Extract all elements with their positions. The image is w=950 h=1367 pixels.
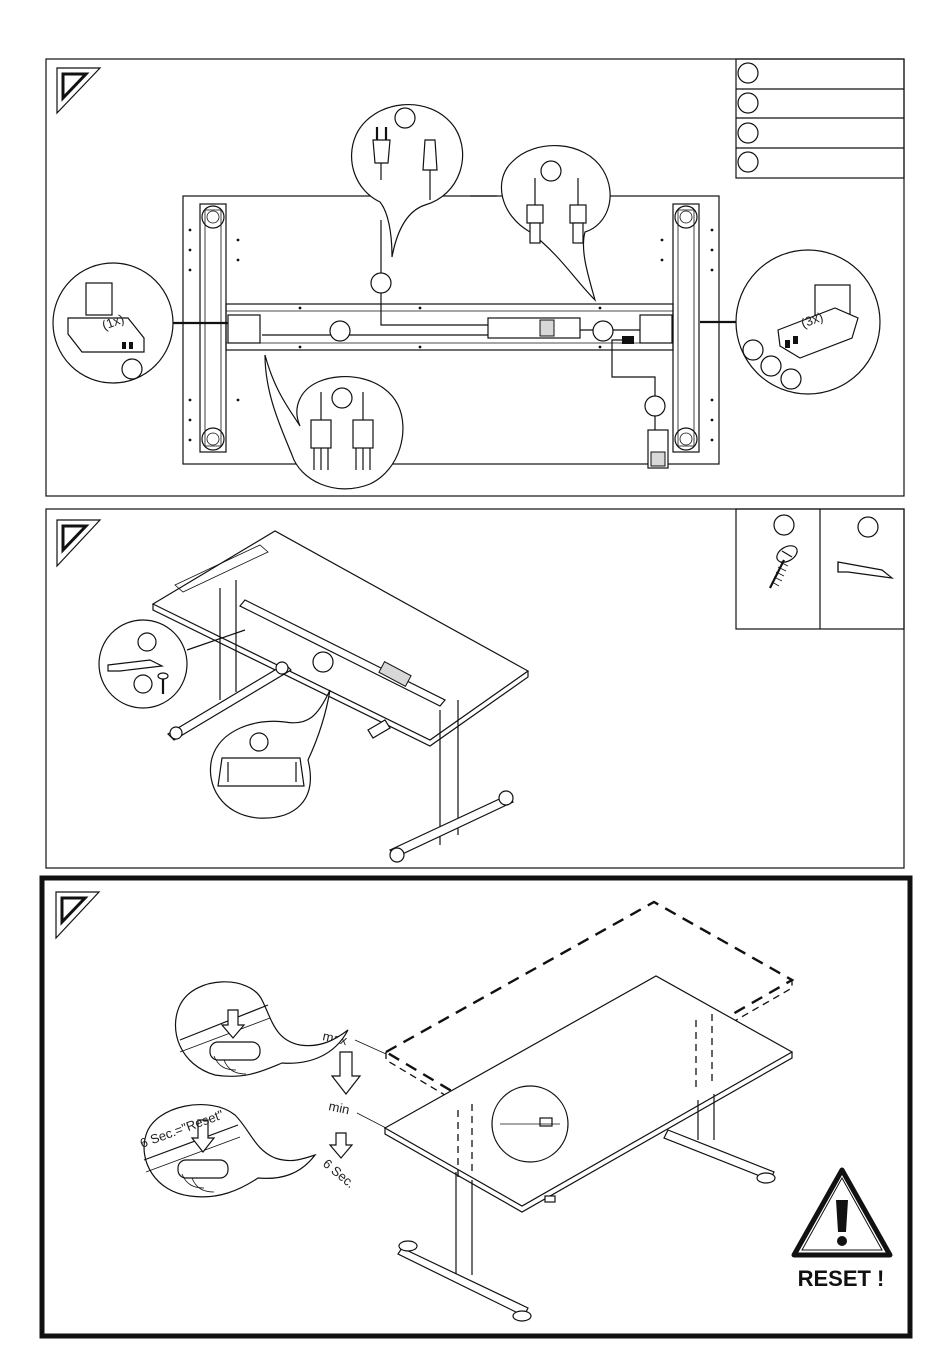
height-labels: max min 6 Sec. bbox=[320, 1028, 386, 1191]
parts-legend-table bbox=[736, 59, 904, 178]
callout-mains-cable bbox=[371, 273, 391, 293]
legend-callout-c bbox=[738, 123, 758, 143]
step-corner-icon bbox=[56, 892, 99, 938]
down-arrow-icon bbox=[330, 1133, 352, 1158]
desk-min-height bbox=[385, 976, 792, 1321]
left-motor-bubble: (1x) bbox=[53, 263, 228, 383]
label-min: min bbox=[327, 1098, 351, 1117]
power-plug-bubble bbox=[352, 105, 463, 257]
screw-icon bbox=[770, 542, 800, 588]
reset-warning-text: RESET ! bbox=[798, 1266, 885, 1291]
press-down-bubble bbox=[175, 982, 348, 1077]
legend-callout-d bbox=[738, 152, 758, 172]
callout-tray bbox=[313, 652, 333, 672]
legend-callout-a bbox=[738, 63, 758, 83]
panel-cable-connection: (1x) (3x) bbox=[46, 59, 904, 496]
panel-cable-tray-mount bbox=[46, 509, 904, 868]
desk-underside bbox=[183, 196, 719, 468]
desk-isometric-view bbox=[153, 531, 528, 862]
label-six-sec: 6 Sec. bbox=[320, 1156, 358, 1191]
down-arrow-icon bbox=[332, 1052, 360, 1094]
parts-box bbox=[736, 509, 904, 629]
callout-handset-cable bbox=[645, 396, 665, 416]
bracket-icon bbox=[838, 562, 892, 578]
callout-motor-cable bbox=[330, 321, 350, 341]
legend-callout-b bbox=[738, 93, 758, 113]
warning-triangle-icon bbox=[794, 1170, 890, 1255]
bracket-detail-bubble bbox=[210, 690, 330, 818]
step-corner-icon bbox=[57, 520, 100, 566]
right-motor-bubble: (3x) bbox=[700, 250, 880, 394]
hold-reset-bubble: 6 Sec.="Reset" bbox=[138, 1105, 315, 1197]
callout-control-cable bbox=[593, 321, 613, 341]
step-corner-icon bbox=[57, 68, 100, 113]
control-box bbox=[488, 318, 580, 338]
bottom-plugs-bubble bbox=[265, 355, 403, 489]
motor-plugs-bubble bbox=[470, 146, 610, 300]
panel-reset-procedure: max min 6 Sec. bbox=[42, 878, 910, 1336]
